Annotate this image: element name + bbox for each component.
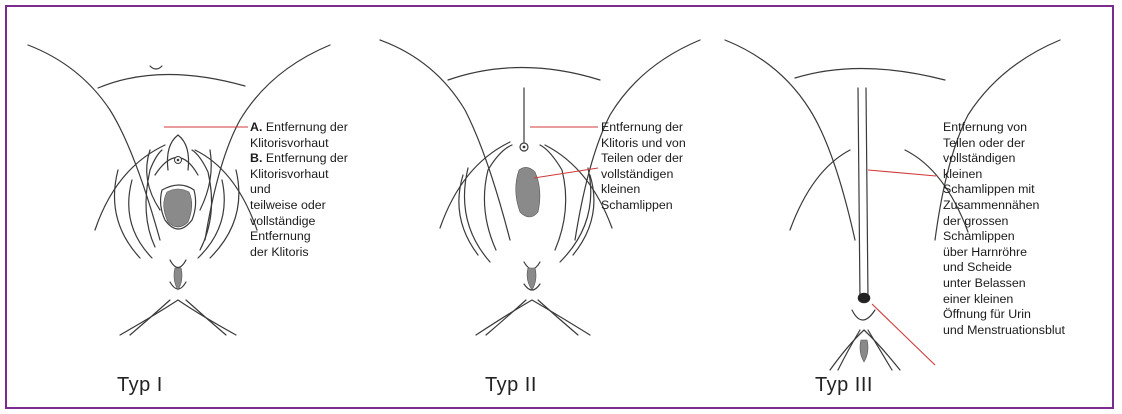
caption-line: einer kleinen <box>943 292 1065 308</box>
caption-line: Schamlippen <box>601 198 686 214</box>
typ-2-label: Typ II <box>485 374 537 397</box>
caption-line: und Scheide <box>943 260 1065 276</box>
caption-line: vollständigen <box>601 167 686 183</box>
typ-1-opening-shape <box>164 189 192 227</box>
caption-line: und Menstruationsblut <box>943 323 1065 339</box>
caption-line: Klitoris und von <box>601 136 686 152</box>
caption-line: unter Belassen <box>943 276 1065 292</box>
caption-line: kleinen <box>943 167 1065 183</box>
typ-2-opening-shape <box>516 167 540 217</box>
caption-line: kleinen <box>601 182 686 198</box>
caption-line: Klitorisvorhaut <box>250 136 348 152</box>
typ-3-caption: Entfernung von Teilen oder der vollständ… <box>943 120 1065 338</box>
typ-3-label: Typ III <box>815 374 873 397</box>
caption-line: der grossen <box>943 214 1065 230</box>
caption-line: Schamlippen mit <box>943 182 1065 198</box>
typ-3-pointer-line-a <box>868 170 936 176</box>
caption-line: Schamlippen <box>943 229 1065 245</box>
caption-line: Zusammennähen <box>943 198 1065 214</box>
typ-3-anus-shape <box>860 340 868 362</box>
typ-3-pointer-line-b <box>872 304 935 365</box>
caption-line: Entfernung <box>250 229 348 245</box>
caption-line: Entfernung der <box>601 120 686 136</box>
caption-line: B. Entfernung der <box>250 151 348 167</box>
caption-line: teilweise oder <box>250 198 348 214</box>
caption-line: Teilen oder der <box>601 151 686 167</box>
caption-line: Klitorisvorhaut <box>250 167 348 183</box>
typ-3-opening-dot <box>858 293 870 303</box>
caption-line: Entfernung von <box>943 120 1065 136</box>
caption-line: vollständigen <box>943 151 1065 167</box>
caption-line: vollständige <box>250 214 348 230</box>
caption-line: A. Entfernung der <box>250 120 348 136</box>
typ-2-caption: Entfernung der Klitoris und von Teilen o… <box>601 120 686 214</box>
caption-line: der Klitoris <box>250 245 348 261</box>
typ-1-label: Typ I <box>117 374 163 397</box>
typ-2-anus-shape <box>527 268 536 290</box>
caption-line: Teilen oder der <box>943 136 1065 152</box>
caption-line: Öffnung für Urin <box>943 307 1065 323</box>
typ-1-caption: A. Entfernung der Klitorisvorhaut B. Ent… <box>250 120 348 260</box>
caption-line: über Harnröhre <box>943 245 1065 261</box>
typ-1-anus-shape <box>174 268 182 290</box>
caption-line: und <box>250 182 348 198</box>
